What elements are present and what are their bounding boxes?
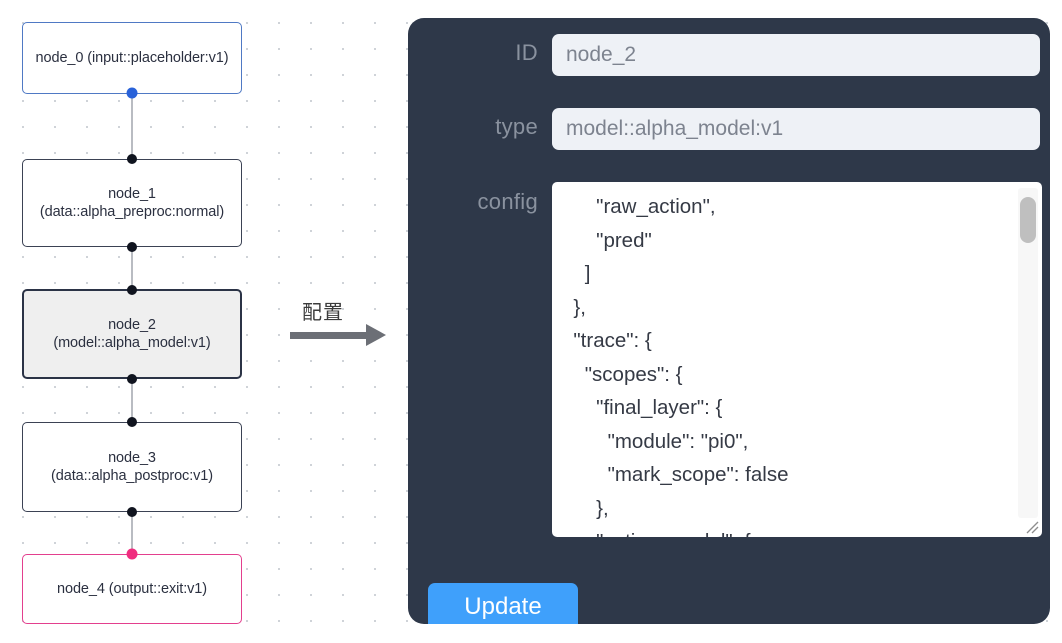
port-node_2-input[interactable] [127,285,137,295]
port-node_1-output[interactable] [127,242,137,252]
graph-node-node_4[interactable]: node_4 (output::exit:v1) [22,554,242,624]
id-input[interactable] [552,34,1040,76]
id-field-label: ID [515,40,538,65]
update-button[interactable]: Update [428,583,578,624]
config-field-label: config [477,189,538,214]
id-field-row: ID [428,34,1040,76]
config-editor-wrapper [552,182,1042,537]
graph-node-label: node_1 (data::alpha_preproc:normal) [39,185,225,221]
graph-node-node_2[interactable]: node_2 (model::alpha_model:v1) [22,289,242,379]
edge-node2-node3 [131,378,133,423]
arrow-head-icon [366,324,386,346]
edge-node1-node2 [131,246,133,290]
config-field-row: config [428,182,1042,537]
configure-arrow-group: 配置 [288,296,398,356]
config-scrollbar-track[interactable] [1018,188,1038,518]
edge-node3-node4 [131,511,133,555]
graph-node-label: node_4 (output::exit:v1) [57,580,207,597]
port-node_0-output[interactable] [126,87,138,99]
config-textarea[interactable] [552,182,1042,537]
type-field-label: type [495,114,538,139]
graph-node-node_3[interactable]: node_3 (data::alpha_postproc:v1) [22,422,242,512]
graph-node-node_1[interactable]: node_1 (data::alpha_preproc:normal) [22,159,242,247]
type-input[interactable] [552,108,1040,150]
graph-node-node_0[interactable]: node_0 (input::placeholder:v1) [22,22,242,94]
arrow-caption: 配置 [302,300,344,324]
resize-handle-icon[interactable] [1024,519,1040,535]
arrow-shaft [290,332,368,339]
flow-graph: node_0 (input::placeholder:v1) node_1 (d… [0,0,400,643]
port-node_1-input[interactable] [127,154,137,164]
type-field-row: type [428,108,1040,150]
port-node_3-output[interactable] [127,507,137,517]
graph-node-label: node_3 (data::alpha_postproc:v1) [51,449,213,485]
graph-node-label: node_2 (model::alpha_model:v1) [53,316,211,352]
graph-node-label: node_0 (input::placeholder:v1) [35,49,229,66]
port-node_3-input[interactable] [127,417,137,427]
port-node_4-input[interactable] [126,548,138,560]
edge-node0-node1 [131,93,133,160]
port-node_2-output[interactable] [127,374,137,384]
node-inspector-panel: ID type config Update [408,18,1050,624]
config-scrollbar-thumb[interactable] [1020,197,1036,243]
